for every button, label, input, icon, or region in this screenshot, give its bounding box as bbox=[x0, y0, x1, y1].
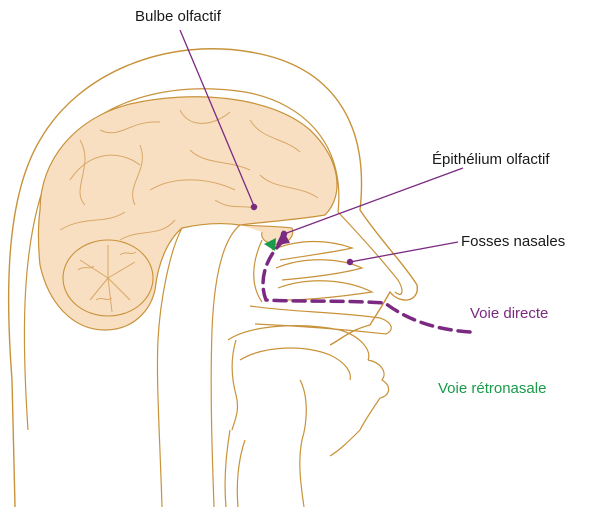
label-voie-directe: Voie directe bbox=[470, 305, 548, 322]
cerebellum bbox=[63, 240, 153, 316]
label-voie-retronasale: Voie rétronasale bbox=[438, 380, 546, 397]
palate-and-mouth bbox=[225, 306, 391, 507]
leader-fosses bbox=[350, 242, 458, 262]
leader-fosses-dot bbox=[347, 259, 352, 264]
nasal-turbinates bbox=[254, 240, 372, 302]
label-fosses-nasales: Fosses nasales bbox=[461, 233, 565, 250]
leader-bulbe-dot bbox=[251, 204, 256, 209]
direct-route-path bbox=[263, 242, 470, 332]
brainstem bbox=[157, 228, 182, 507]
label-epithelium-olfactif: Épithélium olfactif bbox=[432, 151, 550, 168]
label-bulbe-olfactif: Bulbe olfactif bbox=[135, 8, 222, 25]
